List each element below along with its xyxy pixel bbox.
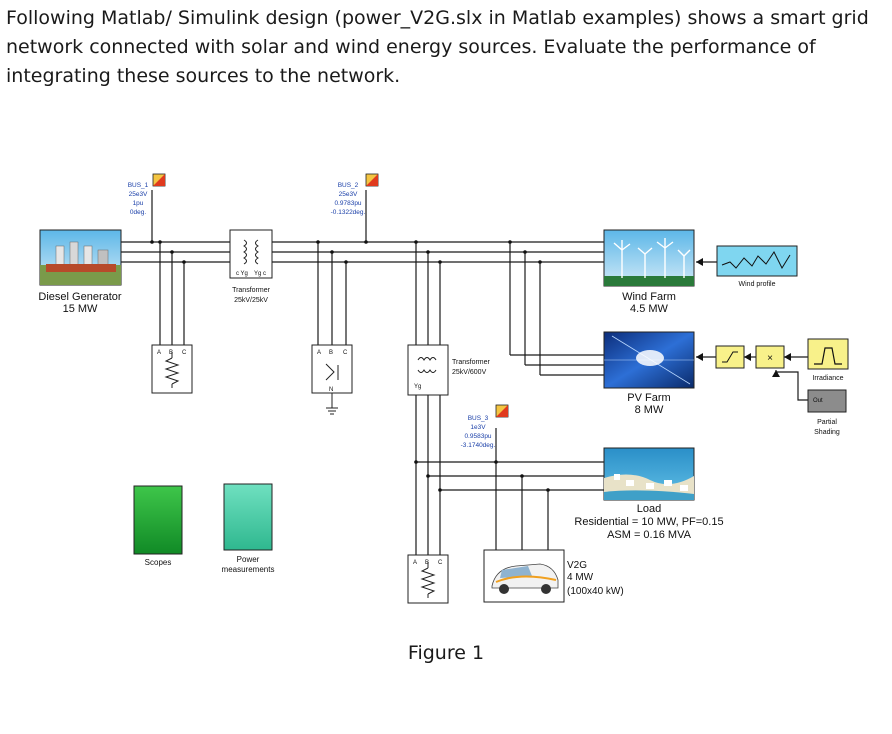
transformer-2-block[interactable]: Yg [407,344,449,396]
transformer-1-block[interactable]: c Yg Yg c [229,229,273,279]
product-block[interactable]: × [755,345,785,369]
load-label-2: Residential = 10 MW, PF=0.15 [574,516,723,528]
bus3-marker[interactable] [495,404,509,418]
diesel-label-1: Diesel Generator [38,291,121,303]
saturation-block[interactable] [715,345,745,369]
power-measurements-block[interactable] [223,483,273,551]
partial-shading-block[interactable]: Out [807,389,847,413]
wind-label-1: Wind Farm [622,291,676,303]
bus2-pu: 0.9783pu [334,200,361,207]
bus3-pu: 0.9583pu [464,433,491,440]
bus2-name: BUS_2 [338,182,359,189]
bus1-angle: 0deg. [130,209,146,216]
bus1-pu: 1pu [133,200,144,207]
load1-phase-a: A [157,350,161,356]
load2-phase-c: C [438,560,443,566]
bus1-voltage: 25e3V [129,191,148,198]
load1-phase-b: B [169,350,173,356]
transformer1-label-2: 25kV/25kV [234,297,268,304]
pv-label-1: PV Farm [627,392,670,404]
svg-text:c Yg: c Yg [236,271,248,277]
bus3-name: BUS_3 [468,415,489,422]
load2-phase-b: B [425,560,429,566]
gt-phase-c: C [343,350,348,356]
transformer1-label-1: Transformer [232,287,271,294]
rlc-load-1-block[interactable] [151,344,193,394]
v2g-block[interactable] [483,549,565,603]
bus1-marker[interactable] [152,173,166,187]
figure-caption: Figure 1 [407,642,485,664]
bus3-voltage: 1e3V [470,424,486,431]
irradiance-block[interactable] [807,338,849,370]
rlc-load-2-block[interactable] [407,554,449,604]
bus3-angle: -3.1740deg. [461,442,496,449]
partial-shading-out: Out [813,398,823,404]
v2g-label-2: 4 MW [567,572,594,583]
transformer2-label-1: Transformer [452,359,491,366]
wind-profile-block[interactable] [716,245,798,277]
bus1-name: BUS_1 [128,182,149,189]
wind-profile-label: Wind profile [739,281,776,288]
load2-phase-a: A [413,560,417,566]
scopes-label: Scopes [145,558,172,567]
bus2-marker[interactable] [365,173,379,187]
power-label-2: measurements [222,565,275,574]
bus2-voltage: 25e3V [339,191,358,198]
intro-text: Following Matlab/ Simulink design (power… [6,7,869,87]
main-bus-wires [120,190,606,376]
irradiance-label: Irradiance [812,375,843,382]
load-label-1: Load [637,503,661,515]
svg-text:Yg: Yg [414,384,421,390]
transformer2-label-2: 25kV/600V [452,369,487,376]
pv-label-2: 8 MW [635,404,664,416]
svg-text:Yg c: Yg c [254,271,266,277]
v2g-label-3: (100x40 kW) [567,586,624,597]
lower-bus-wires [415,395,604,555]
junction-dots [150,240,550,492]
product-symbol: × [767,353,773,364]
bus2-angle: -0.1322deg. [331,209,366,216]
signal-wires [696,258,808,401]
wind-farm-block[interactable] [603,229,695,287]
gt-phase-b: B [329,350,333,356]
residential-load-block[interactable] [603,447,695,501]
partial-shading-label-2: Shading [814,429,840,436]
v2g-label-1: V2G [567,560,587,571]
grounding-transformer-block[interactable] [311,344,353,415]
partial-shading-label-1: Partial [817,419,837,426]
diesel-generator-block[interactable] [39,229,122,286]
load-label-3: ASM = 0.16 MVA [607,529,692,541]
gt-phase-a: A [317,350,321,356]
wind-label-2: 4.5 MW [630,303,669,315]
scopes-block[interactable] [133,485,183,555]
pv-farm-block[interactable] [603,331,695,389]
diesel-label-2: 15 MW [63,303,98,315]
gt-neutral: N [329,387,333,393]
power-label-1: Power [237,555,260,564]
load1-phase-c: C [182,350,187,356]
